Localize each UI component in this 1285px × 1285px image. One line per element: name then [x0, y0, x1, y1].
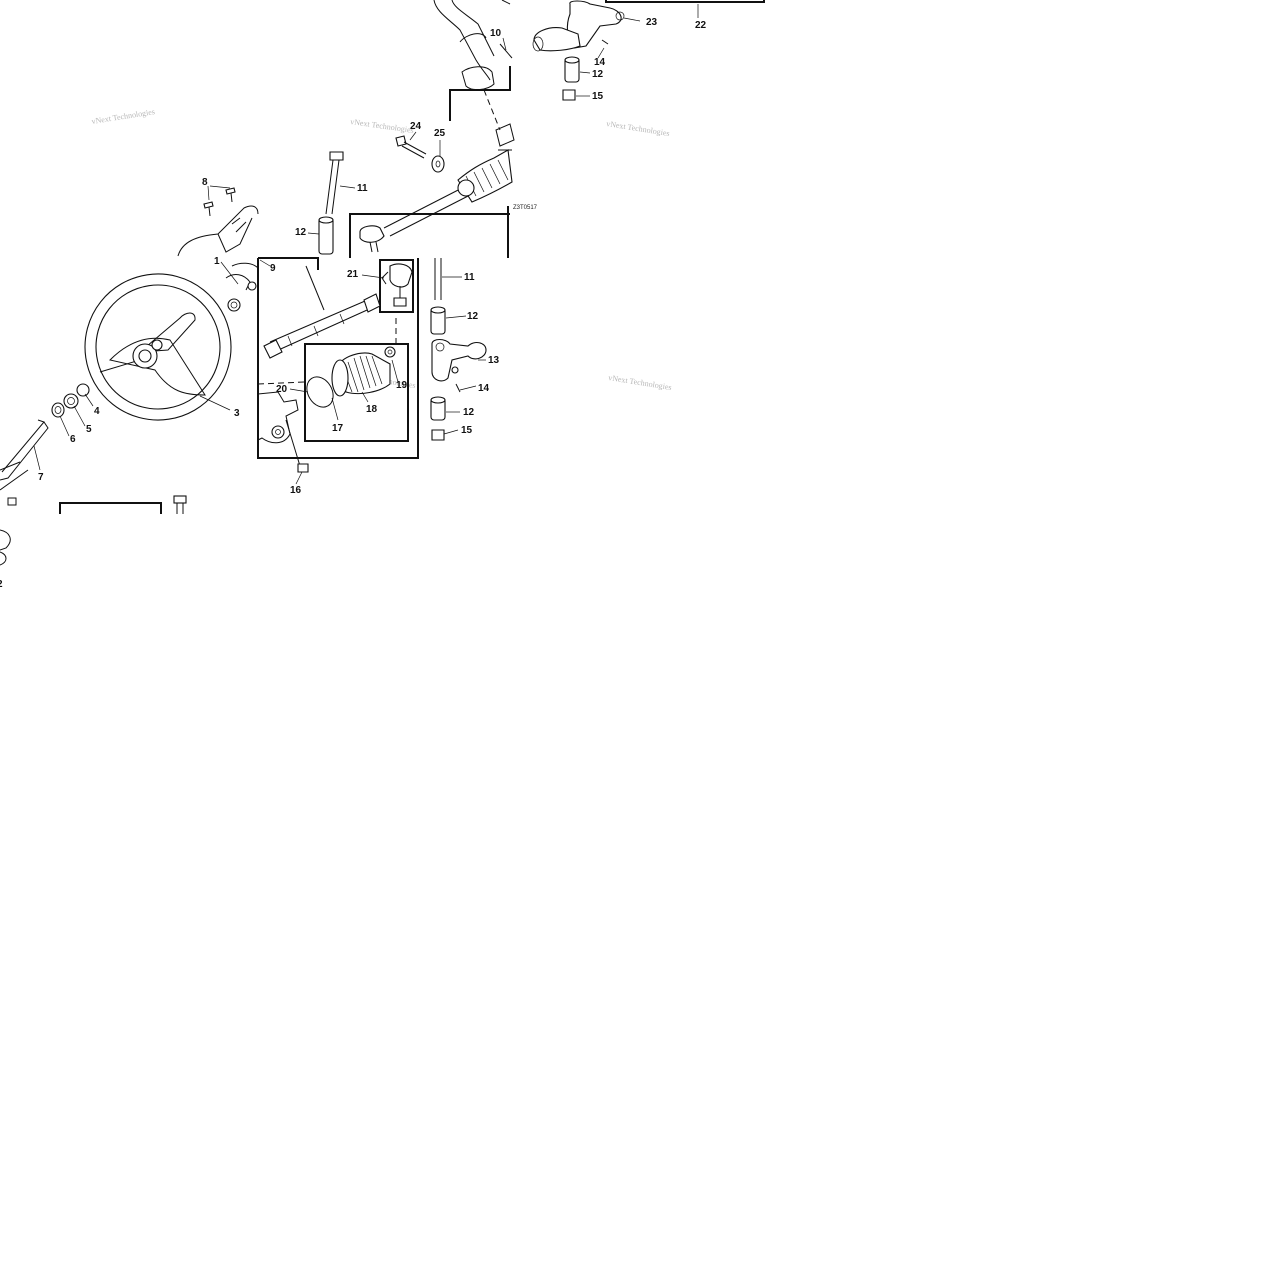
callout-12-d: 12 — [592, 69, 604, 80]
watermark-1: vNext Technologies — [91, 107, 156, 126]
callout-15-b: 15 — [592, 91, 604, 102]
bellows-kit-box — [304, 343, 409, 442]
callout-12-a: 12 — [295, 227, 307, 238]
callout-22: 22 — [695, 20, 707, 31]
callout-1: 1 — [214, 256, 220, 267]
watermark-3: vNext Technologies — [606, 119, 671, 138]
callout-14-a: 14 — [478, 383, 490, 394]
callout-7: 7 — [38, 472, 44, 483]
steering-shaft — [0, 419, 49, 491]
bolt-11-upper — [318, 151, 344, 255]
steering-rack — [359, 123, 515, 253]
callout-12-c: 12 — [463, 407, 475, 418]
upper-column — [433, 0, 513, 131]
callout-23: 23 — [646, 17, 658, 28]
callout-4: 4 — [94, 406, 100, 417]
spindle-assembly-upper — [532, 0, 625, 101]
bolts-8 — [203, 187, 236, 217]
tie-rod-end-box — [379, 259, 414, 313]
steering-wheel — [84, 273, 232, 421]
callout-18: 18 — [366, 404, 378, 415]
frame-lines — [59, 0, 765, 514]
callout-21: 21 — [347, 269, 359, 280]
bolt-24-washer-25 — [395, 135, 445, 173]
callout-17: 17 — [332, 423, 344, 434]
lower-left-parts — [0, 495, 187, 566]
callout-14-b: 14 — [594, 57, 606, 68]
watermark-6: vNext Technologies — [608, 373, 673, 392]
leader-lines — [33, 4, 699, 485]
callout-3: 3 — [234, 408, 240, 419]
callout-16: 16 — [290, 485, 302, 496]
tie-rod-end-21 — [381, 263, 413, 307]
figure-code: Z3T0517 — [513, 205, 538, 211]
callout-10: 10 — [490, 28, 502, 39]
callout-11-lower: 11 — [464, 272, 475, 283]
column-cover — [177, 205, 259, 291]
watermark-2: vNext Technologies — [350, 117, 415, 135]
inner-tie-rod — [263, 265, 381, 359]
callout-12-b: 12 — [467, 311, 479, 322]
callout-15-a: 15 — [461, 425, 473, 436]
callout-19: 19 — [396, 380, 408, 391]
callout-13: 13 — [488, 355, 500, 366]
callout-5: 5 — [86, 424, 92, 435]
callout-2: 2 — [0, 579, 3, 590]
callout-6: 6 — [70, 434, 76, 445]
spindle-assembly-lower — [430, 258, 487, 441]
bellows-kit — [306, 346, 396, 408]
callout-8: 8 — [202, 177, 208, 188]
callout-25: 25 — [434, 128, 446, 139]
callouts: 1 2 3 4 5 6 7 8 9 10 11 11 12 12 12 12 1… — [0, 17, 707, 590]
callout-24: 24 — [410, 121, 422, 132]
callout-9: 9 — [270, 263, 276, 274]
wheel-hardware — [51, 298, 241, 418]
callout-11-upper: 11 — [357, 183, 368, 194]
callout-20: 20 — [276, 384, 288, 395]
rack-housing — [257, 391, 309, 473]
